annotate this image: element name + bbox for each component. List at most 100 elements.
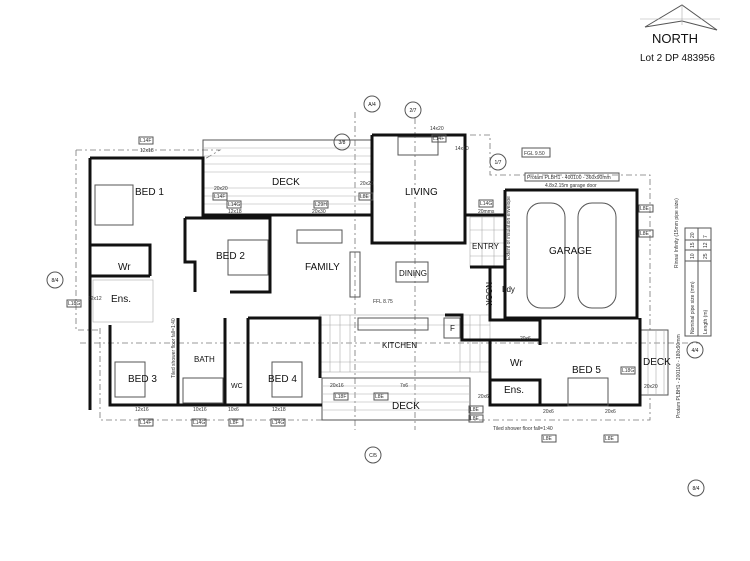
room-entry: ENTRY: [472, 242, 500, 251]
north-label: NORTH: [652, 31, 698, 46]
window-size-label: 20x6: [520, 336, 531, 342]
note-insulation: Extent of insulation envelope: [506, 196, 512, 260]
note-rinnai: Rinnai Infinity (15mm pipe size): [674, 198, 680, 268]
window-size-label: 12x12: [88, 296, 102, 302]
room-wc: WC: [231, 383, 243, 390]
window-size-label: 20x6: [543, 409, 554, 415]
lintel-tag: L14G: [480, 201, 492, 207]
section-marker-label: 4/4: [692, 348, 699, 354]
lintel-tag: L14F: [140, 420, 151, 426]
room-laundry: Ldy: [502, 285, 515, 294]
room-bed1: BED 1: [135, 187, 164, 198]
room-kitchen: KITCHEN: [382, 341, 417, 350]
tile-floor: [92, 216, 506, 373]
lintel-tag: L14G: [272, 420, 284, 426]
room-bed4: BED 4: [268, 374, 297, 385]
room-dining: DINING: [399, 269, 427, 278]
window-size-label: 20mms: [478, 209, 495, 215]
section-marker-icon: 3/8: [333, 133, 351, 151]
note-shower1: Tiled shower floor fall=1:40: [171, 318, 177, 378]
lintel-tag: L18G: [622, 368, 634, 374]
lot-label: Lot 2 DP 483956: [640, 53, 715, 64]
window-size-label: 7x6: [400, 383, 408, 389]
pipe-cell: 7: [703, 235, 709, 238]
lintel-tag: L8E: [605, 436, 615, 442]
section-marker-icon: 2/7: [404, 101, 422, 119]
room-fridge: F: [450, 324, 455, 333]
note-fgl: FGL 9.50: [524, 151, 545, 157]
section-marker-label: A/4: [368, 102, 376, 108]
section-marker-label: C/5: [369, 453, 377, 459]
room-deck-bottom: DECK: [392, 401, 420, 412]
section-marker-label: 1/7: [495, 160, 502, 166]
pipe-cell: 15: [690, 242, 696, 248]
bed-icon: [94, 184, 609, 407]
room-bath: BATH: [194, 355, 215, 364]
section-marker-icon: A/4: [363, 95, 381, 113]
pipe-header-size: Nominal pipe size (mm): [690, 281, 696, 334]
section-marker-label: 8/4: [52, 278, 59, 284]
north-arrow-icon: [640, 4, 720, 31]
lintel-tag: L8F: [230, 420, 239, 426]
section-marker-label: 8/4: [693, 486, 700, 492]
window-size-label: 20x20: [644, 384, 658, 390]
window-size-label: 12x18: [228, 209, 242, 215]
lintel-tag: L8E: [640, 231, 650, 237]
lintel-tag: L18G: [68, 301, 80, 307]
window-size-label: 14x20: [430, 126, 444, 132]
pipe-cell: 12: [703, 242, 709, 248]
lintel-tag: L8E: [470, 407, 480, 413]
lintel-tag: L8E: [640, 206, 650, 212]
note-proline-top: Protam PLBH1 - 400100 - 360x90mm: [527, 175, 611, 181]
deck-bottom: [321, 377, 471, 421]
room-garage: GARAGE: [549, 246, 592, 257]
section-marker-icon: C/5: [364, 446, 382, 464]
window-size-label: 12x18: [140, 148, 154, 154]
window-size-label: 10x16: [193, 407, 207, 413]
window-size-label: 20x6: [605, 409, 616, 415]
section-marker-icon: 4/4: [686, 341, 704, 359]
room-bed2: BED 2: [216, 251, 245, 262]
pipe-cell: 20: [690, 232, 696, 238]
section-marker-label: 3/8: [339, 140, 346, 146]
room-bed3: BED 3: [128, 374, 157, 385]
lintel-tag: L8E: [360, 194, 370, 200]
note-shower2: Tiled shower floor fall=1:40: [493, 426, 553, 432]
lintel-tag: L14F: [433, 136, 444, 142]
lintel-tag: L8E: [375, 394, 385, 400]
furniture: [182, 136, 461, 404]
window-size-label: 20x16: [330, 383, 344, 389]
window-size-label: 14x10: [455, 146, 469, 152]
car-icon: [526, 202, 617, 309]
note-proline-right: Protam PLBH1 - 200100 - 180x90mm: [676, 334, 682, 418]
lintel-tag: L14F: [140, 138, 151, 144]
room-nook: NOOK: [484, 282, 493, 306]
lintel-tag: L29H: [315, 202, 327, 208]
lintel-tag: L18F: [335, 394, 346, 400]
pipe-header-length: Length (m): [703, 309, 709, 334]
walls: [88, 133, 642, 410]
lintel-tag: L14F: [214, 194, 225, 200]
window-size-label: 12x16: [135, 407, 149, 413]
window-size-label: 10x6: [228, 407, 239, 413]
lintel-tag: L8E: [543, 436, 553, 442]
room-ens5: Ens.: [504, 385, 524, 396]
room-living: LIVING: [405, 187, 438, 198]
window-size-label: 20x6: [478, 394, 489, 400]
window-size-label: 20x20: [214, 186, 228, 192]
pipe-cell: 10: [690, 253, 696, 259]
pipe-table: Nominal pipe size (mm) Length (m) 10 25 …: [684, 227, 712, 337]
room-wr1: Wr: [118, 262, 131, 273]
room-deck-top: DECK: [272, 177, 300, 188]
room-deck-right: DECK: [643, 357, 671, 368]
section-marker-icon: 8/4: [46, 271, 64, 289]
lintel-tag: L8E: [470, 416, 480, 422]
window-size-label: 20x20: [360, 181, 374, 187]
room-ens1: Ens.: [111, 294, 131, 305]
section-marker-label: 2/7: [410, 108, 417, 114]
pipe-cell: 25: [703, 253, 709, 259]
lintel-tag: L14G: [228, 202, 240, 208]
note-ffl: FFL 8.75: [373, 299, 393, 305]
section-marker-icon: 1/7: [489, 153, 507, 171]
